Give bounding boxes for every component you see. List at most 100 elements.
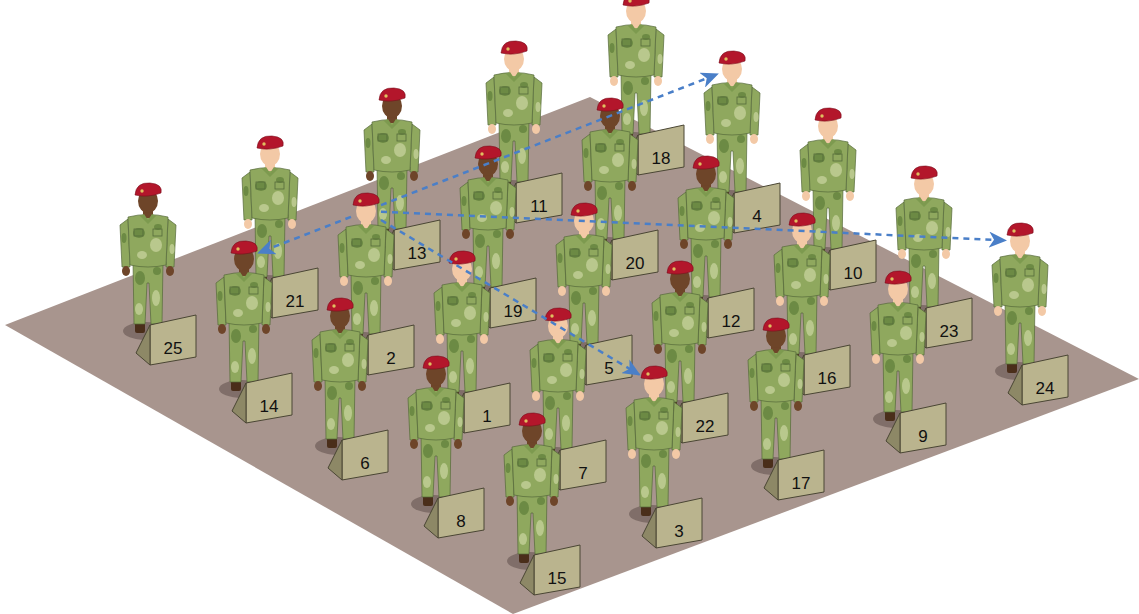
camo-spot — [466, 358, 474, 374]
beret — [519, 413, 545, 426]
sign-face — [438, 488, 484, 538]
camo-spot — [926, 221, 938, 235]
camo-spot — [588, 310, 596, 326]
hand — [288, 219, 296, 229]
sign-number: 6 — [360, 455, 369, 472]
sign-side — [424, 498, 438, 538]
beret-badge — [794, 219, 797, 222]
pocket — [910, 212, 919, 219]
jacket — [372, 120, 412, 173]
camo-spot — [366, 138, 371, 148]
camo-spot — [763, 438, 771, 450]
camo-spot — [345, 382, 353, 390]
pocket — [737, 97, 746, 104]
camo-spot — [135, 303, 143, 315]
camo-spot — [702, 322, 707, 332]
camo-spot — [499, 86, 511, 96]
jacket — [442, 282, 482, 335]
beret-badge — [262, 142, 265, 145]
beret-badge — [916, 172, 919, 175]
camo-spot — [532, 358, 537, 368]
camo-spot — [562, 415, 570, 431]
jacket — [904, 197, 944, 250]
camo-spot — [787, 258, 799, 268]
soldier-node: 19 — [473, 147, 503, 181]
sign-face — [830, 240, 876, 290]
pocket — [134, 229, 143, 236]
camo-spot — [623, 113, 631, 125]
camo-spot — [137, 251, 147, 259]
camo-spot — [229, 286, 241, 296]
beret-badge — [724, 57, 727, 60]
collar — [524, 444, 540, 454]
dashed-arrow — [381, 74, 717, 205]
trousers — [447, 329, 477, 392]
camo-spot — [464, 306, 476, 320]
jacket — [712, 82, 752, 135]
camo-spot — [571, 323, 579, 335]
trousers — [543, 386, 573, 449]
beret — [597, 98, 623, 111]
pocket — [641, 39, 650, 46]
camo-spot — [534, 468, 546, 482]
soldier-node: 14 — [229, 242, 259, 276]
jacket — [634, 397, 674, 450]
camo-spot — [850, 169, 855, 179]
sign-face — [586, 335, 632, 385]
camo-spot — [233, 309, 243, 317]
hand — [654, 344, 662, 354]
beret — [911, 165, 937, 178]
camo-spot — [584, 148, 589, 158]
camo-spot — [680, 206, 685, 216]
beret-badge — [890, 277, 893, 280]
soldier-figure — [492, 403, 592, 603]
hand — [898, 249, 906, 259]
pocket — [659, 412, 668, 419]
camo-spot — [516, 96, 528, 110]
camo-spot — [292, 197, 297, 207]
pocket — [519, 87, 528, 94]
jacket — [590, 130, 630, 183]
hand — [1038, 306, 1046, 316]
camo-spot — [563, 392, 571, 400]
sign-number: 14 — [260, 397, 279, 414]
jacket — [538, 340, 578, 393]
pocket — [397, 134, 406, 141]
camo-spot — [824, 274, 829, 284]
camo-spot — [659, 450, 667, 458]
camo-spot — [754, 112, 759, 122]
pocket — [256, 182, 265, 189]
collar — [428, 387, 444, 397]
camo-spot — [314, 348, 319, 358]
beret — [667, 260, 693, 273]
hand — [506, 229, 514, 239]
camo-spot — [467, 335, 475, 343]
beret-badge — [358, 199, 361, 202]
sign-side — [886, 413, 900, 453]
hand — [846, 191, 854, 201]
sign-face — [342, 430, 388, 480]
collar — [724, 82, 740, 92]
hand — [724, 239, 732, 249]
beret — [231, 240, 257, 253]
collar — [506, 72, 522, 82]
hand — [942, 249, 950, 259]
jacket — [686, 187, 726, 240]
camo-spot — [545, 396, 555, 410]
pocket — [692, 202, 701, 209]
pocket — [537, 459, 546, 466]
camo-spot — [721, 119, 731, 127]
beret-badge — [672, 267, 675, 270]
camo-spot — [351, 238, 363, 248]
camo-spot — [325, 343, 337, 353]
camo-spot — [421, 401, 433, 411]
pocket — [814, 154, 823, 161]
collar — [820, 139, 836, 149]
camo-spot — [462, 196, 467, 206]
camo-spot — [900, 326, 912, 340]
beret — [719, 50, 745, 63]
jacket — [468, 177, 508, 230]
camo-spot — [545, 428, 553, 440]
